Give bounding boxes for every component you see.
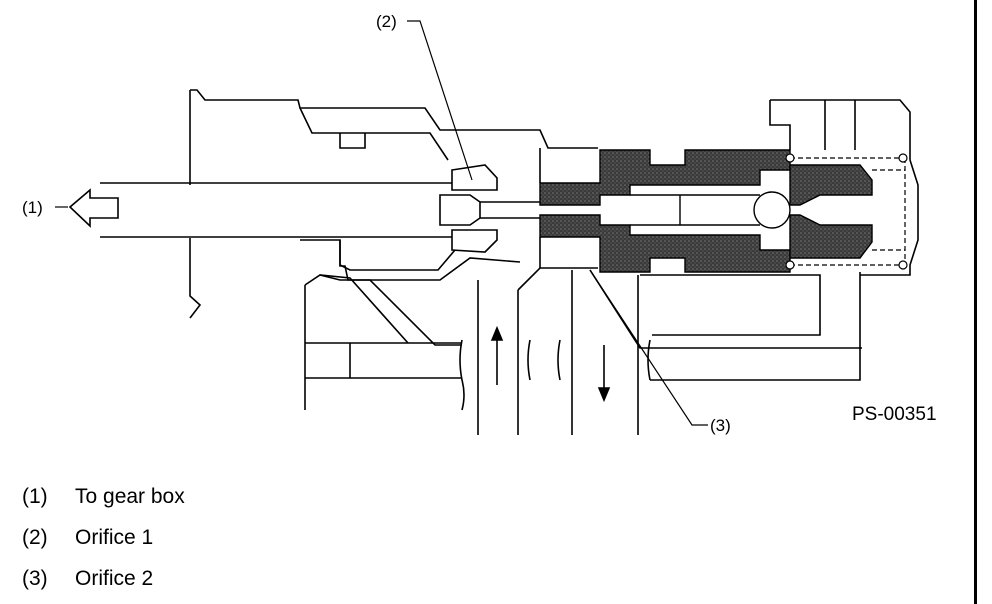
- legend-item: (2) Orifice 1: [22, 517, 185, 558]
- legend-number: (2): [22, 526, 48, 549]
- callout-3: (3): [710, 416, 731, 435]
- leader-lines: [55, 20, 708, 426]
- housing-outline: [100, 89, 919, 435]
- legend-number: (3): [22, 567, 48, 590]
- orifice-1-seats: [439, 164, 545, 253]
- callout-1: (1): [22, 198, 43, 217]
- callout-2: (2): [376, 12, 397, 31]
- figure-code: PS-00351: [852, 404, 937, 425]
- legend-item: (1) To gear box: [22, 476, 185, 517]
- legend: (1) To gear box (2) Orifice 1 (3) Orific…: [22, 476, 185, 599]
- spool-valve: [539, 149, 873, 273]
- return-spring: [790, 157, 906, 266]
- legend-text: To gear box: [75, 485, 185, 508]
- legend-text: Orifice 2: [75, 567, 154, 590]
- spring-pins: [785, 153, 908, 270]
- flow-arrows: [490, 325, 611, 403]
- page-border: [974, 0, 977, 604]
- inlet-arrow: [68, 188, 119, 228]
- legend-text: Orifice 1: [75, 526, 154, 549]
- legend-number: (1): [22, 485, 48, 508]
- legend-item: (3) Orifice 2: [22, 558, 185, 599]
